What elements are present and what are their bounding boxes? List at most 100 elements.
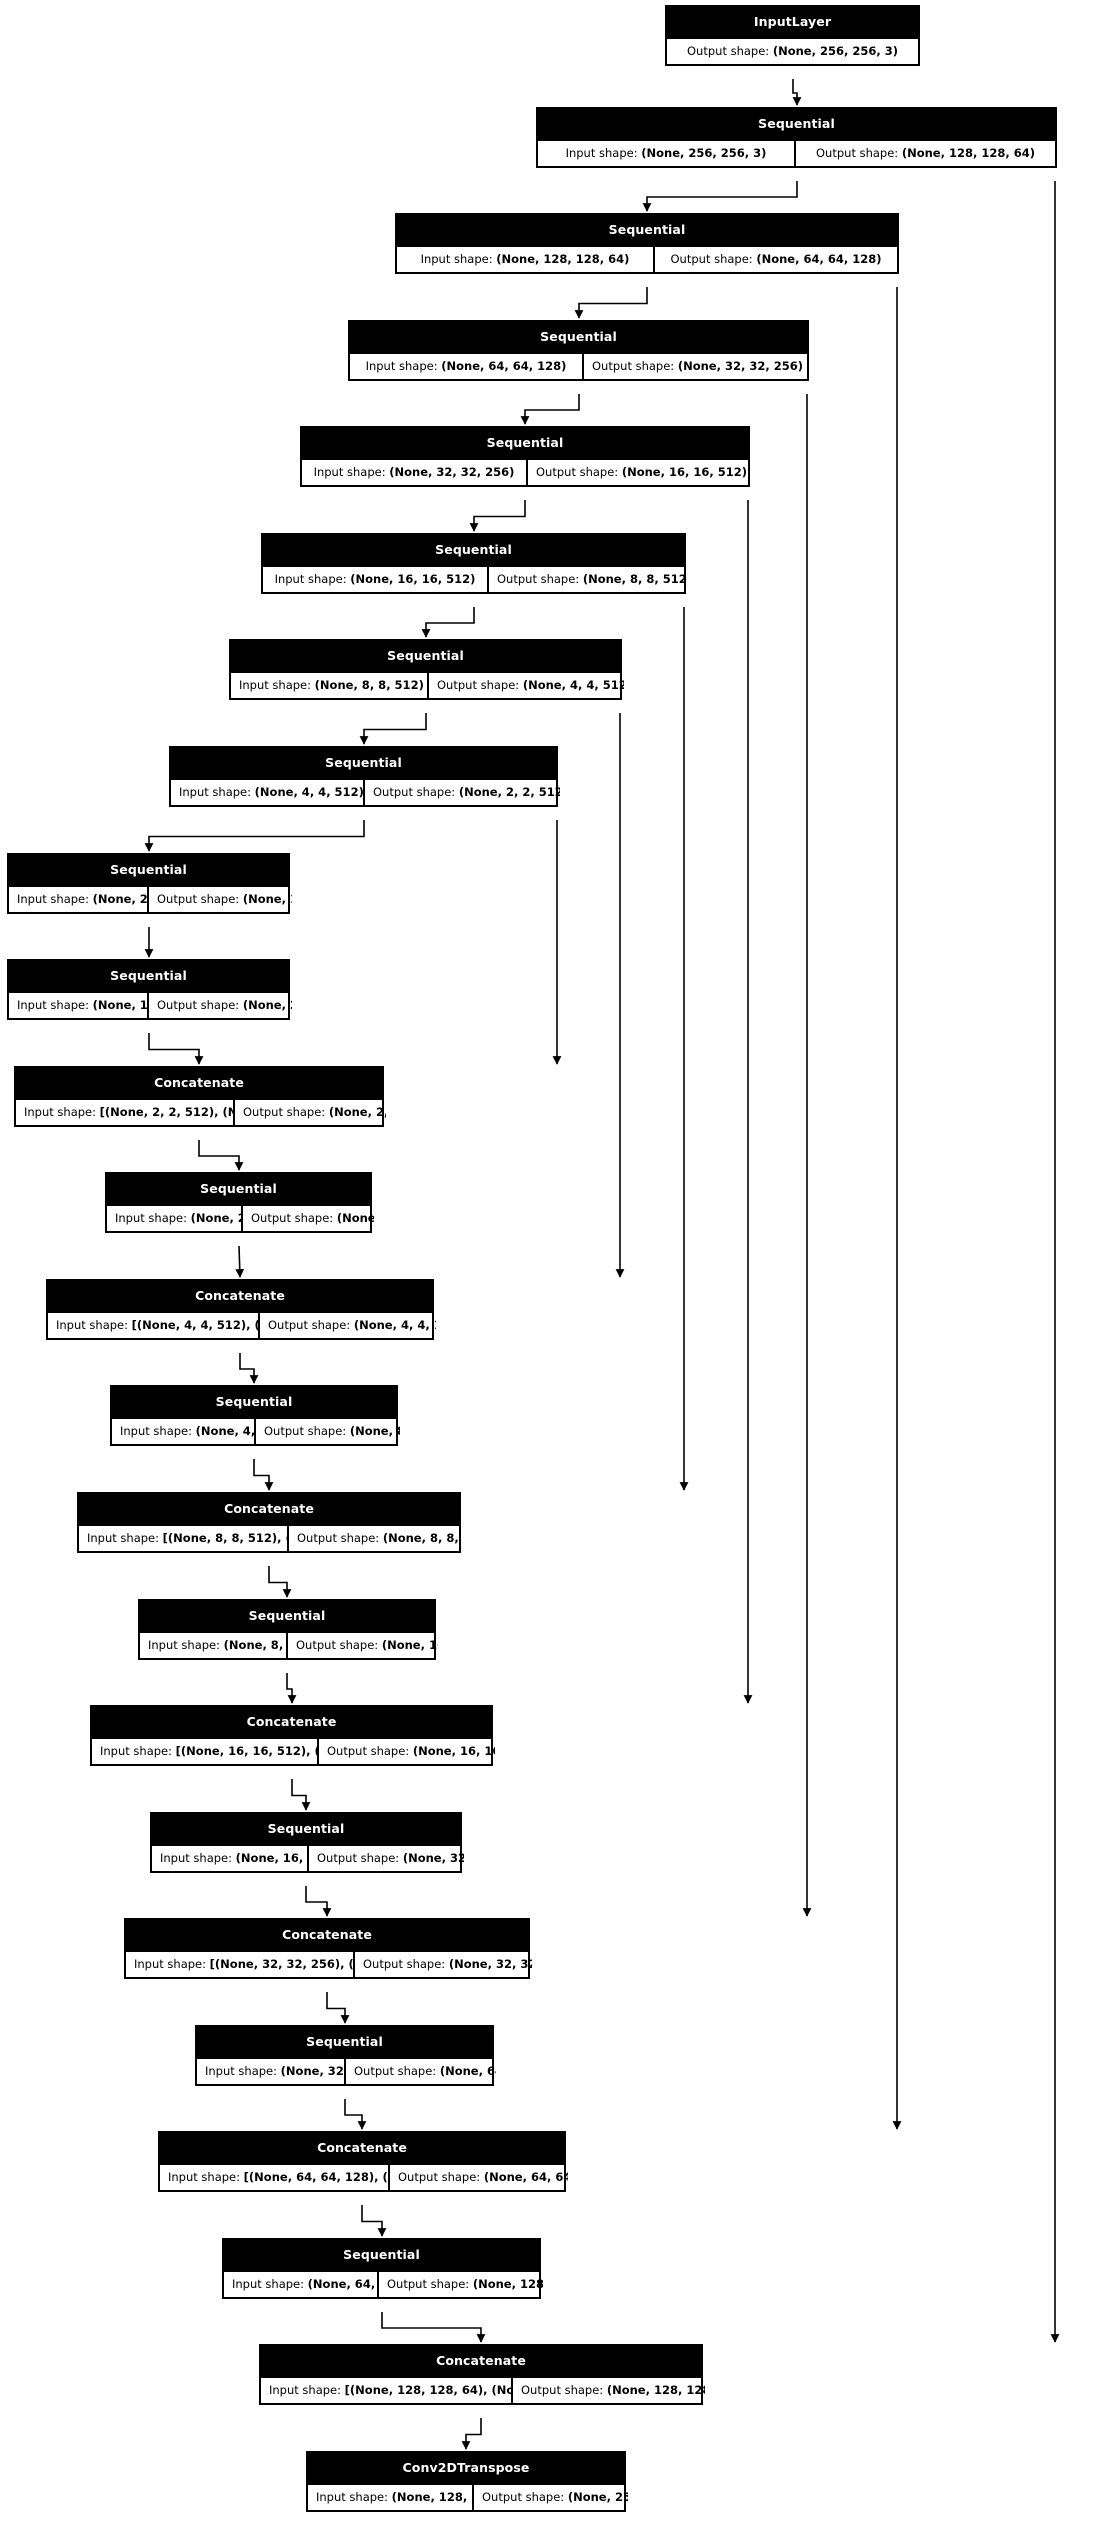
- node-input-shape: Input shape: (None, 32, 32, 256): [302, 459, 528, 485]
- output-shape-value: (None, 16, 16, 512): [621, 464, 747, 479]
- input-shape-value: (None, 4, 4, 512): [254, 784, 364, 799]
- input-shape-value: (None, 128, 128, 128): [391, 2489, 472, 2504]
- node-type-label: Concatenate: [126, 1920, 528, 1950]
- input-shape-value: [(None, 32, 32, 256), (None, 32, 32, 256…: [209, 1956, 354, 1971]
- output-shape-value: (None, 4, 4, 1024): [353, 1317, 436, 1332]
- input-shape-value: [(None, 128, 128, 64), (None, 128, 128, …: [344, 2382, 513, 2397]
- input-shape-label: Input shape:: [365, 358, 438, 373]
- node-shape-row: Input shape: (None, 16, 16, 512)Output s…: [263, 564, 688, 592]
- node-output-shape: Output shape: (None, 32, 32, 512): [355, 1952, 532, 1978]
- output-shape-label: Output shape:: [536, 464, 619, 479]
- input-shape-label: Input shape:: [17, 891, 90, 906]
- node-output-shape: Output shape: (None, 4, 4, 1024): [260, 1313, 436, 1339]
- output-shape-label: Output shape:: [497, 571, 580, 586]
- graph-edge: [326, 1992, 350, 2024]
- node-type-label: Sequential: [302, 428, 748, 458]
- output-shape-label: Output shape:: [327, 1743, 410, 1758]
- node-shape-row: Input shape: [(None, 32, 32, 256), (None…: [126, 1949, 532, 1977]
- input-shape-value: (None, 256, 256, 3): [641, 145, 767, 160]
- node-input-shape: Input shape: (None, 128, 128, 128): [308, 2484, 474, 2510]
- node-output-shape: Output shape: (None, 16, 16, 512): [288, 1633, 438, 1659]
- graph-edge: [461, 2418, 482, 2450]
- output-shape-label: Output shape:: [157, 997, 240, 1012]
- input-shape-label: Input shape:: [115, 1210, 188, 1225]
- node-input-shape: Input shape: [(None, 32, 32, 256), (None…: [126, 1951, 355, 1977]
- node-input-shape: Input shape: [(None, 2, 2, 512), (None, …: [16, 1099, 235, 1125]
- node-shape-row: Input shape: (None, 16, 16, 1024)Output …: [152, 1843, 464, 1871]
- output-shape-label: Output shape:: [687, 43, 770, 58]
- node-type-label: Concatenate: [160, 2133, 564, 2163]
- output-shape-label: Output shape:: [816, 145, 899, 160]
- output-shape-value: (None, 16, 16, 512): [381, 1637, 438, 1652]
- output-shape-label: Output shape:: [387, 2276, 470, 2291]
- output-shape-label: Output shape:: [363, 1956, 446, 1971]
- input-shape-value: (None, 8, 8, 1024): [223, 1637, 286, 1652]
- input-shape-value: [(None, 16, 16, 512), (None, 16, 16, 512…: [175, 1743, 317, 1758]
- output-shape-value: (None, 256, 256, 3): [567, 2489, 628, 2504]
- node-type-label: Sequential: [538, 109, 1055, 139]
- node-shape-row: Input shape: [(None, 8, 8, 512), (None, …: [79, 1523, 463, 1551]
- output-shape-label: Output shape:: [521, 2382, 604, 2397]
- node-type-label: Sequential: [224, 2240, 539, 2270]
- node-output-shape: Output shape: (None, 8, 8, 512): [489, 567, 688, 593]
- node-shape-row: Input shape: (None, 2, 2, 1024)Output sh…: [107, 1203, 374, 1231]
- node-shape-row: Input shape: (None, 128, 128, 128)Output…: [308, 2482, 628, 2510]
- node-type-label: Conv2DTranspose: [308, 2453, 624, 2483]
- node-output-shape: Output shape: (None, 256, 256, 3): [474, 2485, 628, 2511]
- input-shape-label: Input shape:: [232, 2276, 305, 2291]
- input-shape-label: Input shape:: [168, 2169, 241, 2184]
- node-shape-row: Input shape: [(None, 128, 128, 64), (Non…: [261, 2375, 705, 2403]
- output-shape-label: Output shape:: [670, 251, 753, 266]
- node-type-label: Sequential: [397, 215, 897, 245]
- node-output-shape: Output shape: (None, 32, 32, 256): [309, 1846, 464, 1872]
- graph-edge: [268, 1566, 292, 1598]
- node-output-shape: Output shape: (None, 16, 16, 1024): [319, 1739, 495, 1765]
- node-type-label: Sequential: [112, 1387, 396, 1417]
- output-shape-label: Output shape:: [268, 1317, 351, 1332]
- input-shape-value: [(None, 2, 2, 512), (None, 2, 2, 512)]: [99, 1104, 233, 1119]
- input-shape-value: (None, 8, 8, 512): [314, 677, 424, 692]
- output-shape-value: (None, 128, 128, 64): [901, 145, 1035, 160]
- output-shape-value: (None, 16, 16, 1024): [412, 1743, 495, 1758]
- graph-edge: [305, 1886, 332, 1917]
- node-input-shape: Input shape: [(None, 128, 128, 64), (Non…: [261, 2377, 513, 2403]
- node-output-shape: Output shape: (None, 64, 64, 128): [655, 247, 897, 273]
- node-input-shape: Input shape: (None, 2, 2, 512): [9, 886, 149, 912]
- output-shape-value: (None, 32, 32, 256): [677, 358, 803, 373]
- node-type-label: Concatenate: [261, 2346, 701, 2376]
- node-output-shape: Output shape: (None, 1, 1, 512): [149, 887, 292, 913]
- output-shape-value: (None, 64, 64, 128): [439, 2063, 496, 2078]
- output-shape-label: Output shape:: [264, 1423, 347, 1438]
- node-output-shape: Output shape: (None, 2, 2, 512): [149, 993, 292, 1019]
- input-shape-label: Input shape:: [316, 2489, 389, 2504]
- graph-edge: [253, 1459, 274, 1491]
- node-shape-row: Input shape: [(None, 2, 2, 512), (None, …: [16, 1097, 386, 1125]
- input-shape-value: (None, 2, 2, 1024): [190, 1210, 241, 1225]
- graph-edge: [642, 181, 798, 212]
- graph-edge: [520, 394, 580, 425]
